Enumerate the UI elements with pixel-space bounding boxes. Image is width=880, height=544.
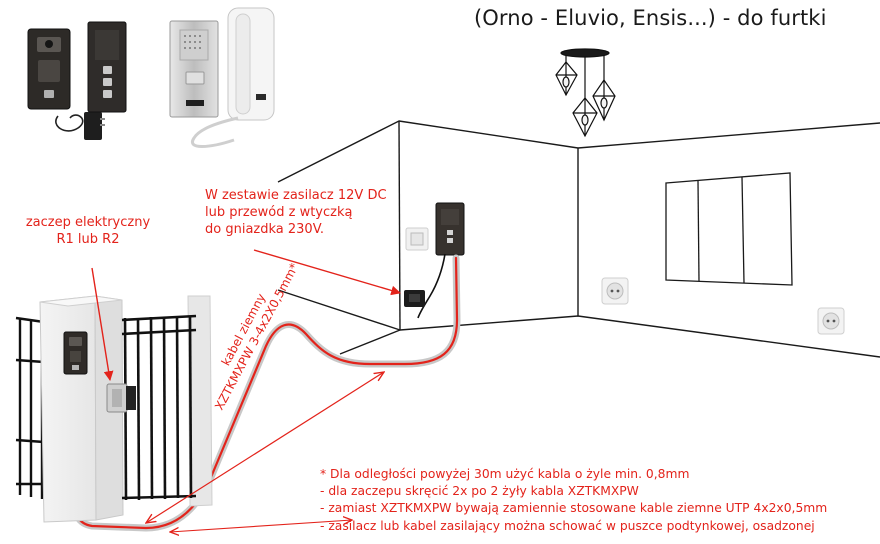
socket-icon bbox=[817, 307, 845, 335]
room-outline bbox=[277, 120, 880, 358]
power-supply-label: W zestawie zasilacz 12V DC lub przewód z… bbox=[205, 187, 405, 238]
light-switch-icon bbox=[405, 227, 429, 251]
electric-lock-label-line1: zaczep elektryczny bbox=[25, 215, 151, 230]
note-line: - zasilacz lub kabel zasilający można sc… bbox=[320, 518, 815, 533]
psu-arrow bbox=[253, 249, 401, 296]
pendant-lamp-icon bbox=[555, 48, 616, 138]
psu-cable bbox=[417, 253, 446, 319]
distance-arrow bbox=[146, 372, 384, 523]
intercom-outdoor-station bbox=[27, 28, 71, 110]
note-line: * Dla odległości powyżej 30m użyć kabla … bbox=[320, 467, 690, 481]
power-supply-label-line1: W zestawie zasilacz 12V DC bbox=[205, 188, 387, 203]
note-line: - dla zaczepu skręcić 2x po 2 żyły kabla… bbox=[320, 484, 639, 499]
intercom-silver-panel bbox=[169, 20, 219, 118]
installation-notes: * Dla odległości powyżej 30m użyć kabla … bbox=[320, 466, 827, 535]
power-supply-label-line2: lub przewód z wtyczką bbox=[205, 205, 353, 220]
note-line: - zamiast XZTKMXPW bywają zamiennie stos… bbox=[320, 501, 828, 516]
electric-lock-icon bbox=[106, 383, 136, 413]
left-fence bbox=[15, 316, 45, 499]
intercom-handset bbox=[190, 7, 275, 148]
intercom-indoor-monitor bbox=[87, 21, 127, 113]
socket-icon bbox=[601, 277, 629, 305]
indoor-monitor-icon bbox=[435, 202, 465, 256]
distance-arrow-lower bbox=[170, 520, 352, 532]
power-supply-label-line3: do gniazdka 230V. bbox=[205, 222, 325, 237]
electric-lock-label-line2: R1 lub R2 bbox=[56, 232, 120, 247]
outdoor-station-icon bbox=[63, 331, 88, 375]
window bbox=[665, 172, 793, 286]
diagram-title: (Orno - Eluvio, Ensis...) - do furtki bbox=[474, 6, 827, 30]
lock-arrow bbox=[91, 267, 114, 381]
electric-lock-label: zaczep elektryczny R1 lub R2 bbox=[8, 214, 168, 248]
underground-cable-core bbox=[71, 256, 459, 530]
power-adapter-icon bbox=[55, 112, 105, 140]
power-supply-icon bbox=[404, 290, 425, 307]
